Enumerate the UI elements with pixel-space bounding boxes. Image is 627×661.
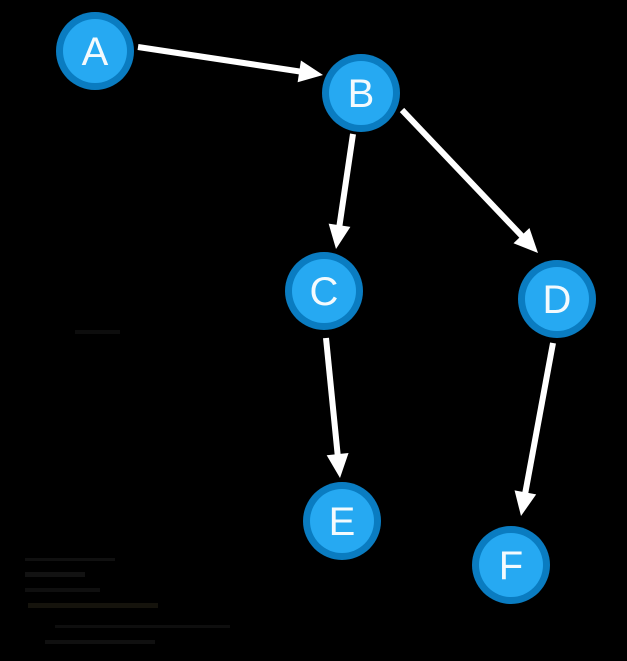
faint-smudge-artifact (45, 640, 155, 644)
background-artifacts (25, 330, 230, 644)
faint-smudge-artifact (55, 625, 230, 628)
edge-A-to-B (137, 44, 323, 83)
edge-B-to-D (399, 107, 538, 253)
edge-layer (137, 44, 556, 516)
node-body (63, 19, 127, 83)
arrowhead-icon (326, 453, 349, 478)
faint-smudge-artifact (28, 603, 158, 608)
edge-D-to-F (514, 342, 556, 516)
node-body (292, 259, 356, 323)
node-label: B (348, 72, 375, 116)
node-label: D (543, 278, 572, 322)
arrowhead-icon (297, 60, 323, 83)
node-label: F (499, 544, 523, 588)
edge-C-to-E (323, 337, 349, 478)
arrowhead-icon (328, 223, 351, 249)
edge-shaft (521, 342, 556, 499)
node-B[interactable]: B (322, 54, 400, 132)
edge-shaft (399, 107, 528, 243)
node-C[interactable]: C (285, 252, 363, 330)
edge-shaft (335, 133, 356, 232)
edge-B-to-C (328, 133, 356, 249)
faint-smudge-artifact (25, 572, 85, 577)
node-F[interactable]: F (472, 526, 550, 604)
arrowhead-icon (514, 490, 537, 516)
edge-shaft (137, 44, 306, 76)
node-D[interactable]: D (518, 260, 596, 338)
node-body (310, 489, 374, 553)
node-A[interactable]: A (56, 12, 134, 90)
faint-smudge-artifact (25, 558, 115, 561)
node-label: E (329, 500, 356, 544)
faint-smudge-artifact (25, 588, 100, 592)
node-layer: A B C D E F (56, 12, 596, 604)
node-label: C (310, 270, 339, 314)
node-body (329, 61, 393, 125)
node-label: A (82, 30, 109, 74)
node-body (479, 533, 543, 597)
faint-smudge-artifact (75, 330, 120, 334)
edge-shaft (323, 337, 342, 461)
node-body (525, 267, 589, 331)
arrowhead-icon (513, 228, 538, 253)
node-E[interactable]: E (303, 482, 381, 560)
